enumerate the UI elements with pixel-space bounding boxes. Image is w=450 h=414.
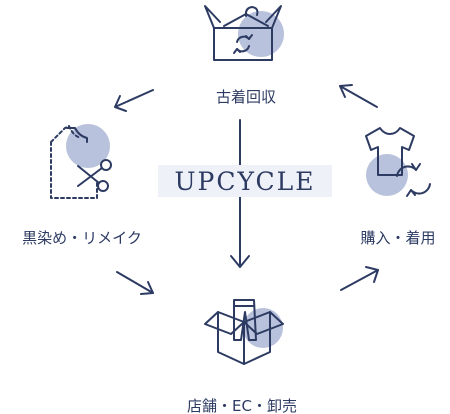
arrow-remake-to-sell (116, 271, 154, 295)
node-label-buy: 購入・着用 (360, 229, 435, 247)
tshirt-recycle-icon (365, 127, 431, 197)
arrow-collect-to-remake (114, 89, 154, 112)
center-label: UPCYCLE (174, 167, 315, 196)
center-label-background (158, 165, 332, 197)
node-label-remake: 黒染め・リメイク (22, 229, 142, 247)
node-label-collect: 古着回収 (216, 88, 276, 106)
pattern-scissors-icon (50, 124, 112, 199)
box-with-pants-icon (204, 299, 284, 365)
arrow-buy-to-collect (339, 84, 378, 108)
arrow-sell-to-buy (340, 266, 379, 291)
box-with-hanger-icon (204, 5, 284, 61)
node-label-sell: 店舗・EC・卸売 (187, 397, 297, 414)
